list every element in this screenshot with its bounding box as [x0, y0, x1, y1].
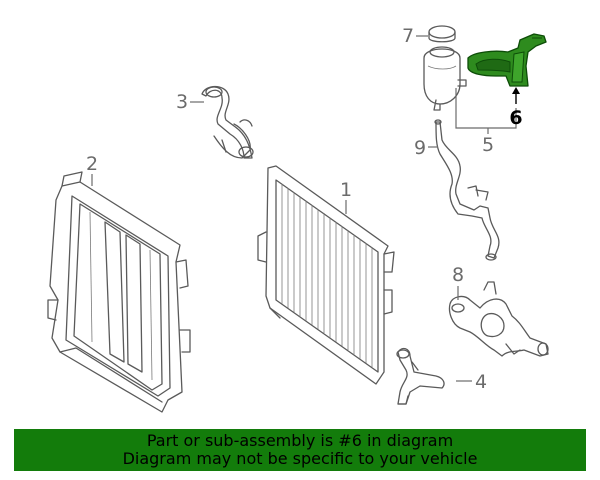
svg-text:8: 8	[452, 264, 464, 286]
svg-text:2: 2	[86, 153, 98, 175]
callout-8: 8	[452, 264, 464, 300]
part-1-radiator[interactable]	[257, 165, 395, 385]
part-4-hose[interactable]	[396, 347, 445, 405]
svg-text:1: 1	[340, 179, 352, 201]
callout-4: 4	[456, 371, 487, 393]
callout-9: 9	[414, 137, 438, 159]
callout-5: 5	[455, 88, 517, 156]
banner-line-disclaimer: Diagram may not be specific to your vehi…	[122, 449, 478, 468]
svg-text:6: 6	[509, 107, 522, 129]
part-6-tank-bracket-highlighted[interactable]	[467, 33, 547, 87]
svg-text:9: 9	[414, 137, 426, 159]
callout-2: 2	[86, 153, 98, 186]
svg-text:3: 3	[176, 91, 188, 113]
part-8-hose-assembly[interactable]	[448, 281, 549, 357]
callout-7: 7	[402, 25, 428, 47]
parts-diagram: 1 2 3 4 5 6 7 8 9	[47, 25, 549, 413]
part-info-banner: Part or sub-assembly is #6 in diagram Di…	[14, 429, 586, 471]
part-7-reservoir-cap[interactable]	[428, 25, 456, 43]
part-5-expansion-tank[interactable]	[423, 46, 467, 111]
svg-text:7: 7	[402, 25, 414, 47]
part-3-hose[interactable]	[201, 85, 254, 159]
part-2-radiator-frame[interactable]	[47, 171, 191, 413]
svg-text:4: 4	[475, 371, 487, 393]
callout-6: 6	[509, 87, 523, 129]
banner-line-part-number: Part or sub-assembly is #6 in diagram	[146, 431, 454, 450]
part-9-hose[interactable]	[434, 119, 500, 261]
svg-text:5: 5	[482, 134, 494, 156]
callout-3: 3	[176, 91, 204, 113]
callout-1: 1	[340, 179, 352, 214]
